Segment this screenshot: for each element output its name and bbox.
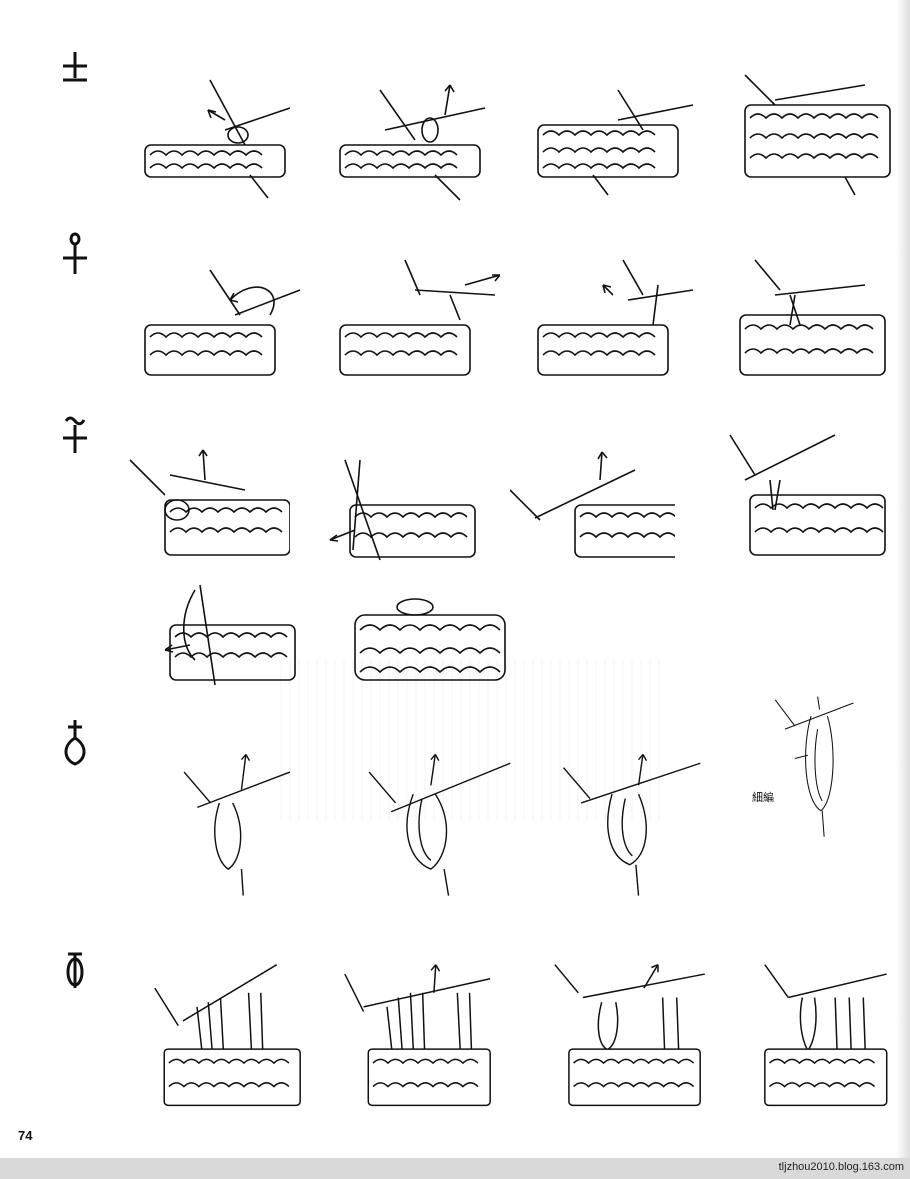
step-illustration xyxy=(545,960,710,1110)
step-illustration xyxy=(725,420,890,570)
tilde-cross-crochet-symbol xyxy=(40,405,110,475)
step-illustration xyxy=(335,960,500,1110)
step-illustration xyxy=(509,440,686,590)
step-illustration xyxy=(125,420,291,570)
step-illustration xyxy=(335,255,501,405)
step-illustration xyxy=(735,255,900,405)
step-illustration xyxy=(335,70,500,220)
step-illustration xyxy=(145,960,310,1110)
step-illustration xyxy=(355,750,520,900)
step-illustration xyxy=(170,750,335,900)
background-bleed-through xyxy=(280,660,660,820)
step-illustration xyxy=(140,255,305,405)
step-illustration xyxy=(740,690,905,840)
double-loop-crochet-symbol xyxy=(40,940,110,1010)
page-edge-shadow xyxy=(896,0,910,1158)
footer-bar: tljzhou2010.blog.163.com xyxy=(0,1158,910,1179)
step-illustration xyxy=(150,575,315,725)
step-illustration xyxy=(755,960,910,1110)
teardrop-cross-crochet-symbol xyxy=(40,710,110,780)
stitch-annotation-label: 細編 xyxy=(752,791,774,804)
step-illustration xyxy=(325,420,490,570)
source-watermark: tljzhou2010.blog.163.com xyxy=(778,1161,904,1173)
step-illustration xyxy=(350,575,515,725)
step-illustration xyxy=(533,255,698,405)
step-illustration xyxy=(533,70,698,220)
step-illustration xyxy=(140,70,305,220)
page-number: 74 xyxy=(18,1128,33,1143)
loop-cross-crochet-symbol xyxy=(40,222,110,292)
step-illustration xyxy=(735,60,900,210)
step-illustration xyxy=(545,750,710,900)
plus-minus-crochet-symbol xyxy=(40,40,110,110)
